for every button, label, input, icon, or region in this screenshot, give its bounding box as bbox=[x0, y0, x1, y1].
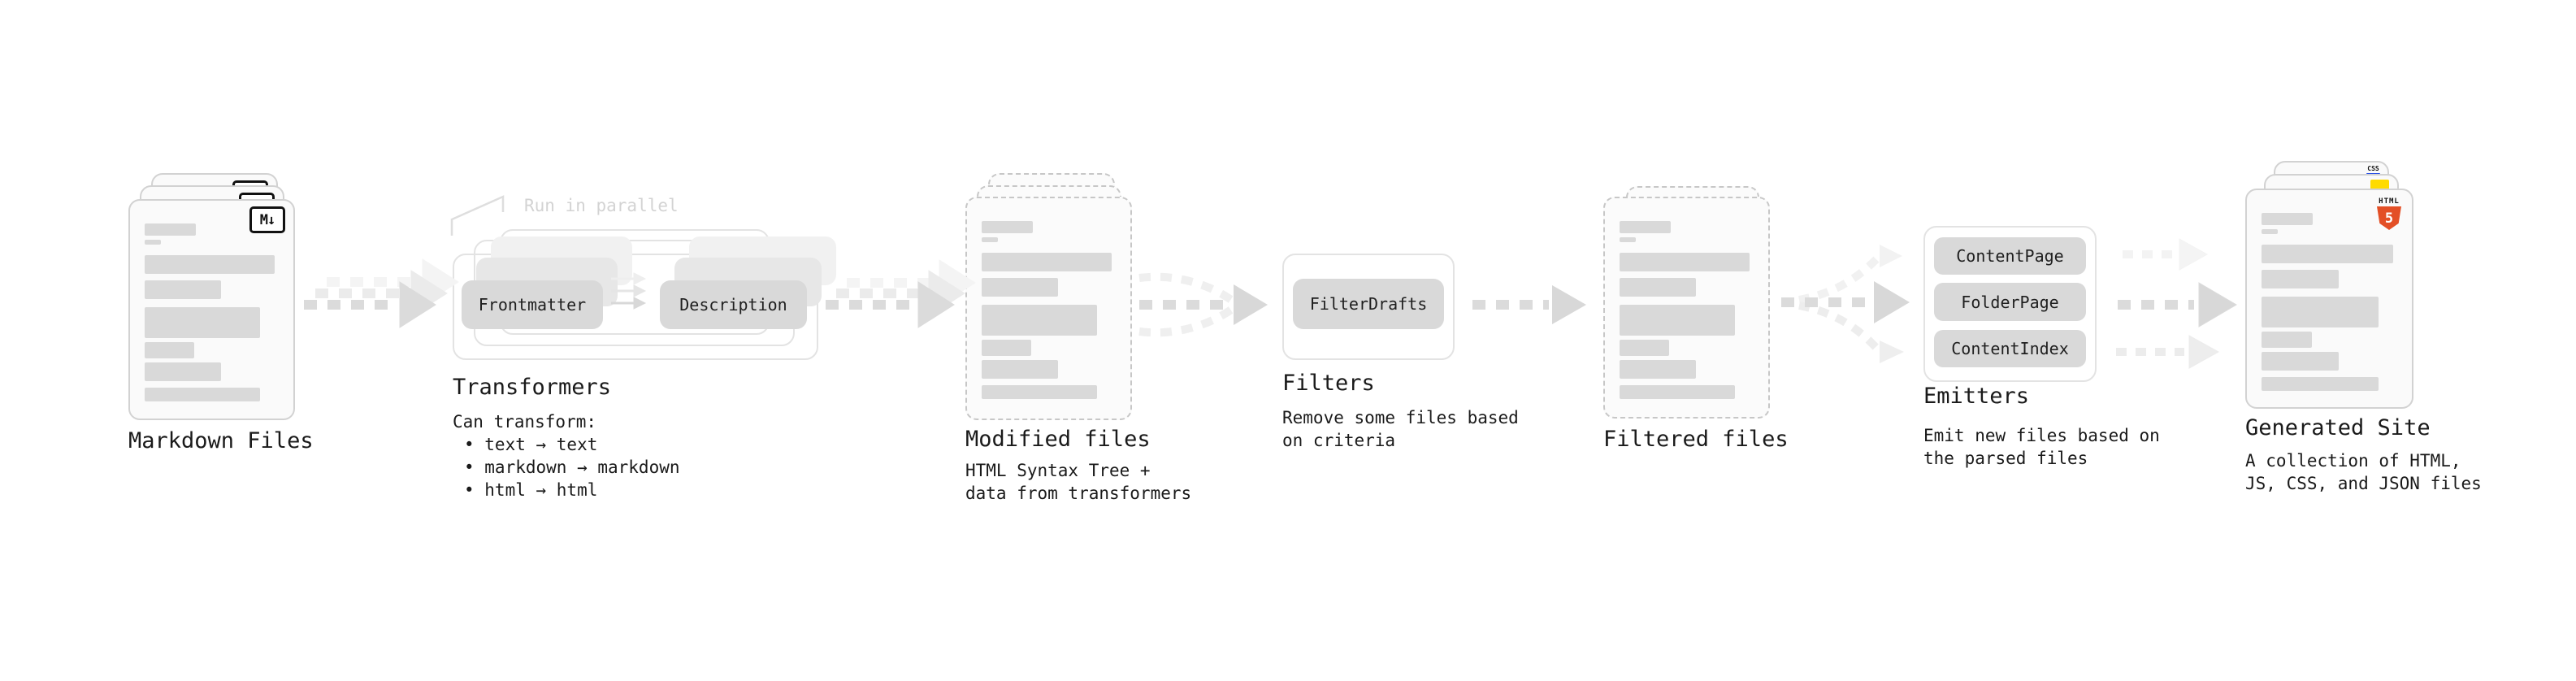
skeleton-line bbox=[2262, 229, 2279, 234]
description-box: Description bbox=[660, 280, 807, 329]
arrow-modified-to-filters bbox=[1138, 272, 1268, 337]
stage-title-filters: Filters bbox=[1282, 371, 1375, 396]
skeleton-line bbox=[982, 237, 998, 242]
stage-title-emitters: Emitters bbox=[1923, 384, 2030, 409]
skeleton-line bbox=[145, 342, 195, 358]
transformers-bullet: • markdown → markdown bbox=[464, 458, 680, 477]
transformers-bullet: • text → text bbox=[464, 435, 598, 454]
contentindex-box: ContentIndex bbox=[1934, 330, 2086, 367]
stage-title-filtered-files: Filtered files bbox=[1603, 427, 1789, 452]
skeleton-line bbox=[2262, 297, 2379, 327]
document-skeleton-lines bbox=[967, 198, 1130, 399]
frontmatter-box: Frontmatter bbox=[462, 280, 603, 329]
skeleton-line bbox=[2262, 332, 2312, 348]
generated-file-card-html: HTML 5 bbox=[2245, 189, 2413, 409]
html5-icon: HTML 5 bbox=[2375, 197, 2403, 230]
arrow-filtered-to-emitters bbox=[1781, 245, 1910, 363]
emitters-desc-line: the parsed files bbox=[1923, 449, 2088, 468]
document-skeleton-lines bbox=[1605, 198, 1768, 399]
filters-desc-line: Remove some files based bbox=[1282, 408, 1519, 427]
modified-desc-line: HTML Syntax Tree + bbox=[965, 461, 1151, 480]
skeleton-line bbox=[982, 340, 1032, 356]
skeleton-line bbox=[2262, 270, 2340, 288]
arrow-markdown-to-transformers bbox=[304, 258, 459, 328]
css-badge-text: CSS bbox=[2367, 165, 2379, 172]
skeleton-line bbox=[145, 362, 222, 381]
markdown-icon: M↓ bbox=[249, 206, 285, 233]
skeleton-line bbox=[1620, 360, 1697, 379]
generated-site-description: A collection of HTML, JS, CSS, and JSON … bbox=[2245, 449, 2482, 495]
stage-title-transformers: Transformers bbox=[453, 375, 612, 400]
skeleton-line bbox=[145, 280, 222, 299]
arrow-transformers-to-modified bbox=[826, 259, 976, 328]
modified-desc-line: data from transformers bbox=[965, 484, 1192, 503]
filters-desc-line: on criteria bbox=[1282, 431, 1396, 450]
transformers-description: Can transform: • text → text • markdown … bbox=[453, 410, 680, 501]
transformers-bullet: • html → html bbox=[464, 480, 598, 500]
generated-desc-line: JS, CSS, and JSON files bbox=[2245, 474, 2482, 493]
arrow-emitters-to-generated bbox=[2116, 238, 2237, 369]
folderpage-box: FolderPage bbox=[1934, 283, 2086, 321]
skeleton-line bbox=[145, 307, 260, 338]
generated-desc-line: A collection of HTML, bbox=[2245, 451, 2461, 471]
skeleton-line bbox=[982, 385, 1097, 399]
skeleton-line bbox=[982, 221, 1033, 233]
skeleton-line bbox=[982, 278, 1059, 297]
js-icon bbox=[2370, 180, 2389, 190]
skeleton-line bbox=[1620, 340, 1670, 356]
emitters-desc-line: Emit new files based on bbox=[1923, 426, 2160, 445]
stage-title-markdown-files: Markdown Files bbox=[128, 428, 314, 453]
skeleton-line bbox=[2262, 245, 2393, 263]
document-skeleton-lines bbox=[130, 201, 293, 401]
stage-title-modified-files: Modified files bbox=[965, 427, 1151, 452]
filterdrafts-box: FilterDrafts bbox=[1293, 279, 1444, 329]
filtered-file-card-front bbox=[1603, 197, 1770, 419]
stage-title-generated-site: Generated Site bbox=[2245, 415, 2431, 440]
skeleton-line bbox=[1620, 221, 1671, 233]
skeleton-line bbox=[1620, 385, 1735, 399]
skeleton-line bbox=[1620, 253, 1750, 271]
skeleton-line bbox=[1620, 278, 1697, 297]
skeleton-line bbox=[2262, 377, 2379, 391]
html5-word: HTML bbox=[2379, 197, 2400, 206]
skeleton-line bbox=[1620, 237, 1636, 242]
skeleton-line bbox=[982, 305, 1097, 336]
skeleton-line bbox=[145, 388, 260, 401]
transformer-frame-front bbox=[453, 254, 818, 360]
skeleton-line bbox=[145, 255, 275, 274]
skeleton-line bbox=[145, 223, 196, 236]
run-in-parallel-label: Run in parallel bbox=[524, 196, 679, 215]
modified-files-description: HTML Syntax Tree + data from transformer… bbox=[965, 459, 1191, 505]
run-in-parallel-leader-line bbox=[450, 195, 505, 236]
transformers-desc-head: Can transform: bbox=[453, 412, 597, 432]
skeleton-line bbox=[1620, 305, 1735, 336]
arrow-filters-to-filtered bbox=[1472, 285, 1586, 324]
skeleton-line bbox=[982, 360, 1059, 379]
modified-file-card-front bbox=[965, 197, 1132, 420]
skeleton-line bbox=[2262, 213, 2314, 225]
filters-description: Remove some files based on criteria bbox=[1282, 406, 1519, 452]
contentpage-box: ContentPage bbox=[1934, 237, 2086, 275]
document-skeleton-lines bbox=[2247, 190, 2412, 391]
emitters-description: Emit new files based on the parsed files bbox=[1923, 424, 2160, 470]
markdown-file-card-front: M↓ bbox=[128, 199, 295, 420]
skeleton-line bbox=[145, 240, 161, 245]
skeleton-line bbox=[2262, 352, 2340, 371]
skeleton-line bbox=[982, 253, 1112, 271]
